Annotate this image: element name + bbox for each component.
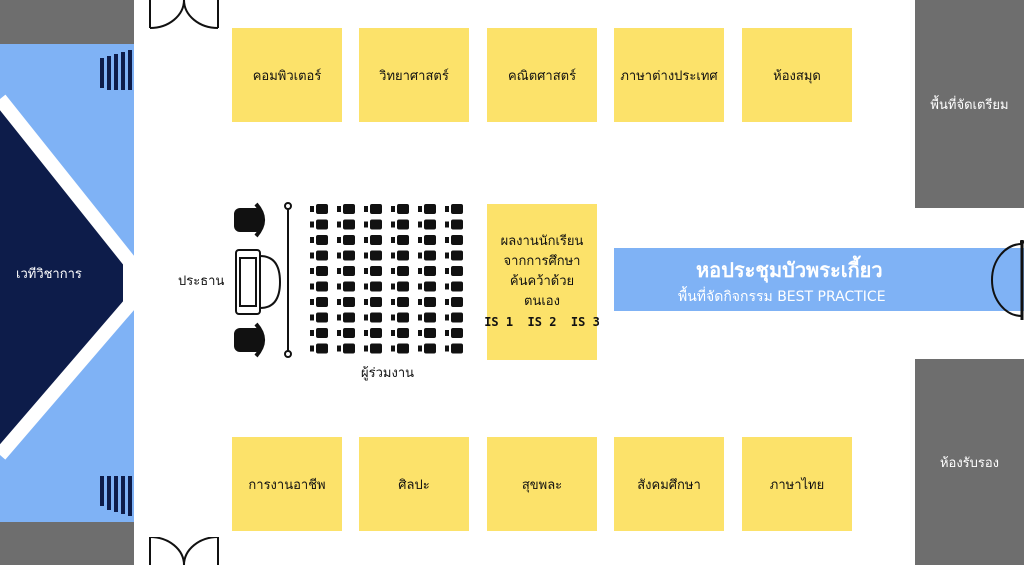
audience-seat-icon — [364, 250, 382, 261]
audience-seat-icon — [364, 312, 382, 323]
audience-seat-icon — [418, 281, 436, 292]
audience-seat-icon — [310, 266, 328, 276]
stage: เวทีวิชาการ — [0, 44, 134, 522]
booth-computer: คอมพิวเตอร์ — [232, 28, 342, 122]
student-work-line: ตนเอง — [524, 294, 560, 309]
audience-label: ผู้ร่วมงาน — [361, 366, 415, 381]
audience-seat-icon — [445, 250, 463, 261]
armchair-top-icon — [234, 202, 265, 238]
audience-seat-icon — [445, 219, 463, 230]
audience-seat-icon — [391, 250, 409, 261]
audience-seat-icon — [445, 297, 463, 307]
audience-seat-icon — [391, 297, 409, 307]
booth-health-pe: สุขพละ — [487, 437, 597, 531]
door-bottom-icon — [149, 537, 219, 565]
hall-title: หอประชุมบัวพระเกี้ยว — [696, 258, 883, 282]
audience-seat-icon — [364, 297, 382, 307]
audience-seat-icon — [418, 328, 436, 338]
audience-seat-icon — [364, 204, 382, 214]
audience-seat-icon — [310, 235, 328, 245]
booth-art: ศิลปะ — [359, 437, 469, 531]
stage-shape — [0, 50, 134, 516]
audience-seat-icon — [445, 235, 463, 245]
audience-seat-icon — [391, 281, 409, 292]
audience-seat-icon — [310, 204, 328, 214]
sofa-icon — [235, 249, 282, 315]
audience-seat-icon — [364, 328, 382, 338]
prep-area-label: พื้นที่จัดเตรียม — [930, 97, 1009, 113]
audience-seat-icon — [391, 312, 409, 323]
audience-seat-icon — [418, 204, 436, 214]
audience-seat-icon — [418, 219, 436, 230]
reception-room: ห้องรับรอง — [915, 359, 1024, 565]
audience-seat-icon — [337, 297, 355, 307]
audience-seat-icon — [418, 343, 436, 354]
booth-math: คณิตศาสตร์ — [487, 28, 597, 122]
door-right-icon — [990, 240, 1024, 320]
audience-seat-icon — [445, 312, 463, 323]
audience-seat-icon — [337, 219, 355, 230]
audience-seat-icon — [364, 219, 382, 230]
audience-seat-icon — [364, 281, 382, 292]
stage-steps-top — [100, 50, 132, 90]
booth-foreign-language: ภาษาต่างประเทศ — [614, 28, 724, 122]
audience-seat-icon — [391, 328, 409, 338]
audience-seat-icon — [337, 204, 355, 214]
student-work-line: จากการศึกษา — [503, 254, 581, 269]
audience-seat-icon — [418, 250, 436, 261]
booth-student-work: ผลงานนักเรียน จากการศึกษา ค้นคว้าด้วย ตน… — [484, 204, 600, 360]
audience-seat-icon — [418, 235, 436, 245]
audience-seat-icon — [391, 343, 409, 354]
audience-seat-icon — [391, 235, 409, 245]
hall-band: หอประชุมบัวพระเกี้ยว พื้นที่จัดกิจกรรม B… — [614, 248, 1024, 311]
student-work-line: ผลงานนักเรียน — [500, 234, 584, 249]
audience-seat-icon — [310, 297, 328, 307]
audience-seat-icon — [337, 281, 355, 292]
audience-seat-icon — [310, 312, 328, 323]
hall-subtitle: พื้นที่จัดกิจกรรม BEST PRACTICE — [678, 289, 886, 305]
audience-seat-icon — [337, 312, 355, 323]
audience-seat-icon — [310, 343, 328, 354]
audience-seat-icon — [445, 328, 463, 338]
audience-seat-icon — [391, 204, 409, 214]
audience-seat-icon — [391, 219, 409, 230]
audience-seat-icon — [310, 328, 328, 338]
audience-seat-icon — [337, 250, 355, 261]
audience-seat-icon — [310, 281, 328, 292]
audience-seat-icon — [364, 343, 382, 354]
audience-seat-icon — [391, 266, 409, 276]
chair-label: ประธาน — [178, 274, 225, 289]
booth-career: การงานอาชีพ — [232, 437, 342, 531]
audience-seat-icon — [445, 204, 463, 214]
door-top-icon — [149, 0, 219, 29]
prep-area: พื้นที่จัดเตรียม — [915, 0, 1024, 208]
audience-seat-icon — [418, 266, 436, 276]
audience-seating — [310, 204, 463, 354]
reception-label: ห้องรับรอง — [939, 455, 1000, 471]
audience-seat-icon — [445, 281, 463, 292]
stage-label: เวทีวิชาการ — [16, 267, 82, 282]
chair-set-icon — [234, 202, 292, 358]
audience-seat-icon — [337, 328, 355, 338]
booth-social: สังคมศึกษา — [614, 437, 724, 531]
booth-science: วิทยาศาสตร์ — [359, 28, 469, 122]
audience-seat-icon — [445, 343, 463, 354]
armchair-bottom-icon — [234, 322, 265, 358]
audience-seat-icon — [445, 266, 463, 276]
audience-seat-icon — [418, 297, 436, 307]
audience-seat-icon — [337, 235, 355, 245]
audience-seat-icon — [364, 235, 382, 245]
audience-seat-icon — [310, 219, 328, 230]
stage-steps-bottom — [100, 476, 132, 516]
booth-thai: ภาษาไทย — [742, 437, 852, 531]
student-work-line: ค้นคว้าด้วย — [509, 274, 575, 289]
audience-seat-icon — [337, 266, 355, 276]
audience-seat-icon — [418, 312, 436, 323]
booth-library: ห้องสมุด — [742, 28, 852, 122]
audience-seat-icon — [337, 343, 355, 354]
audience-seat-icon — [364, 266, 382, 276]
is-tag: IS 1 IS 2 IS 3 — [484, 315, 600, 329]
audience-seat-icon — [310, 250, 328, 261]
